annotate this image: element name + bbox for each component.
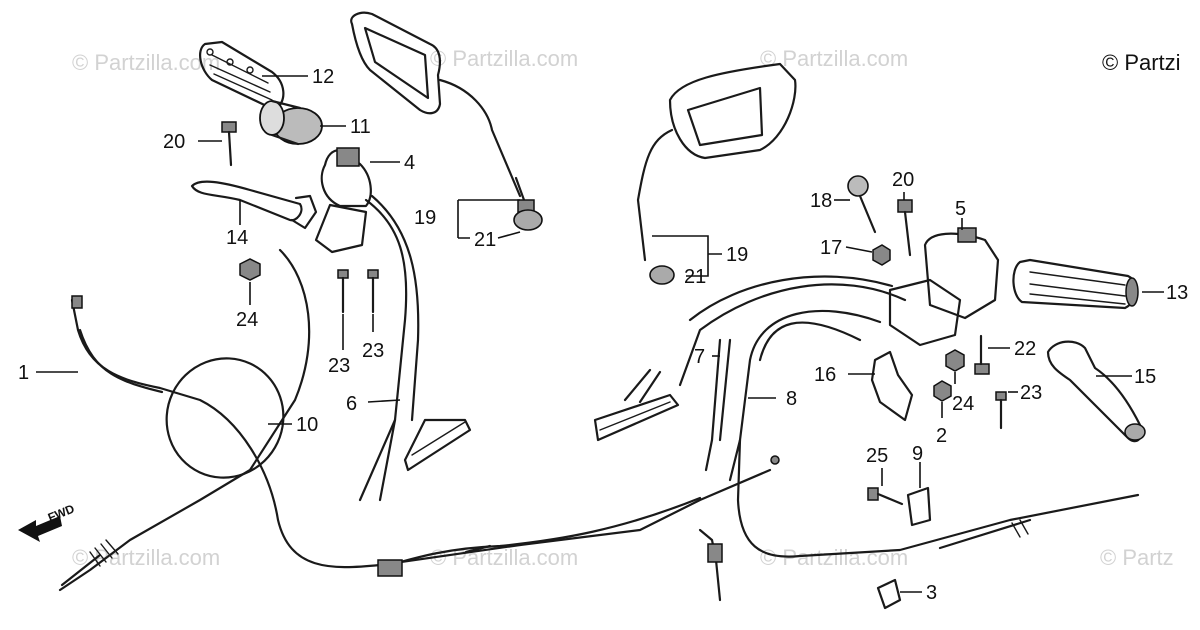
callout-label: 11: [350, 116, 371, 138]
watermark: © Partzilla.com: [430, 46, 579, 71]
watermark: © Partzilla.com: [760, 46, 909, 71]
callout-label: 9: [912, 443, 923, 465]
callout-label: 23: [328, 355, 350, 377]
bolt[interactable]: [995, 391, 1007, 430]
callout-label: 13: [1166, 282, 1188, 304]
callout-label: 23: [1020, 382, 1042, 404]
callout-label: 20: [892, 169, 914, 191]
throttle-cable[interactable]: [70, 295, 780, 569]
callout-label: 4: [404, 152, 415, 174]
callout-label: 5: [955, 198, 966, 220]
callout-label: 18: [810, 190, 832, 212]
clutch-lever[interactable]: [190, 180, 318, 230]
bolt[interactable]: [367, 269, 379, 314]
callout-label: 2: [936, 425, 947, 447]
callout-label: 1: [18, 362, 29, 384]
forward-direction-indicator: FWD: [18, 501, 77, 542]
left-switch-housing[interactable]: [314, 147, 372, 254]
screw[interactable]: [867, 487, 904, 506]
brake-lever[interactable]: [1046, 340, 1146, 443]
nut[interactable]: [933, 380, 952, 402]
watermark: © Partzilla.com: [72, 50, 221, 75]
callout-label: 3: [926, 582, 937, 604]
callout-label: 25: [866, 445, 888, 467]
callout-label: 16: [814, 364, 836, 386]
right-switch-housing[interactable]: [888, 227, 1000, 347]
cable-junction[interactable]: [377, 496, 723, 602]
callout-label: 10: [296, 414, 318, 436]
callout-label: 12: [312, 66, 334, 88]
nut[interactable]: [872, 244, 891, 266]
clutch-cable[interactable]: [58, 248, 311, 592]
bolt[interactable]: [221, 121, 237, 167]
bolt[interactable]: [974, 334, 990, 375]
callout-label: 20: [163, 131, 185, 153]
callout-label: 14: [226, 227, 248, 249]
fwd-label: FWD: [46, 501, 77, 524]
callout-label: 23: [362, 340, 384, 362]
callout-label: 24: [236, 309, 258, 331]
right-switch-wiring[interactable]: [593, 275, 907, 482]
right-grip[interactable]: [1012, 258, 1139, 310]
front-brake-cable[interactable]: [736, 438, 1140, 558]
left-mirror[interactable]: [350, 11, 543, 231]
callout-label: 15: [1134, 366, 1156, 388]
bolt[interactable]: [337, 269, 349, 314]
watermark: © Partz: [1100, 545, 1174, 570]
callout-label: 21: [684, 266, 706, 288]
right-mirror[interactable]: [636, 62, 797, 285]
callout-label: 24: [952, 393, 974, 415]
callout-label: 8: [786, 388, 797, 410]
throttle-sleeve[interactable]: [259, 99, 323, 146]
callout-label: 19: [414, 207, 436, 229]
switch-bracket[interactable]: [870, 350, 914, 422]
callout-label: 19: [726, 244, 748, 266]
callouts: 12 11 20 4 14 19 21 24 23 23 6 1 10 18 2…: [18, 66, 1188, 604]
cable-guide[interactable]: [876, 578, 902, 610]
bolt[interactable]: [847, 175, 877, 234]
bolt[interactable]: [897, 199, 913, 257]
nut[interactable]: [239, 258, 261, 281]
callout-label: 7: [694, 346, 705, 368]
callout-label: 22: [1014, 338, 1036, 360]
callout-label: 17: [820, 237, 842, 259]
nut[interactable]: [945, 349, 965, 372]
callout-label: 21: [474, 229, 496, 251]
cable-clamp[interactable]: [906, 486, 932, 527]
copyright-notice: © Partzi: [1102, 50, 1181, 75]
callout-label: 6: [346, 393, 357, 415]
left-switch-wiring[interactable]: [358, 194, 472, 502]
